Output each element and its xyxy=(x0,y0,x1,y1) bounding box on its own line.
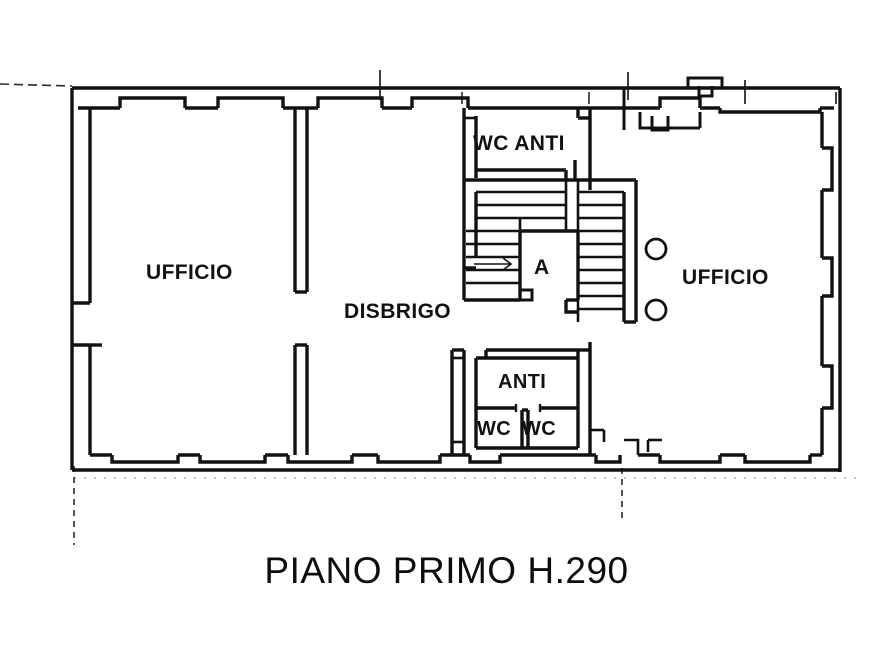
room-label-ufficio-right: UFFICIO xyxy=(682,266,769,289)
room-label-wc-left: WC xyxy=(477,418,512,440)
column-upper xyxy=(644,237,668,261)
column-lower xyxy=(644,298,668,322)
stairwell-void xyxy=(518,229,580,314)
stair-treads-right xyxy=(576,180,624,322)
door-jambs xyxy=(452,116,662,455)
reference-lines xyxy=(0,70,860,545)
plan-title: PIANO PRIMO H.290 xyxy=(264,550,629,591)
room-label-wc-right: WC xyxy=(522,418,557,440)
roof-detail-top-right xyxy=(622,76,724,132)
interior-walls xyxy=(90,108,309,455)
room-anti-wc-walls xyxy=(450,342,592,455)
room-wc-anti-walls xyxy=(462,108,636,190)
room-label-ufficio-left: UFFICIO xyxy=(146,261,233,284)
stairwell-walls xyxy=(462,180,638,324)
room-label-disbrigo: DISBRIGO xyxy=(344,300,452,323)
stairwell-label-a: A xyxy=(534,256,550,279)
stair-treads-left xyxy=(466,180,568,300)
room-label-wc-anti: WC ANTI xyxy=(473,132,565,155)
columns xyxy=(644,237,668,322)
room-label-anti: ANTI xyxy=(498,371,547,393)
